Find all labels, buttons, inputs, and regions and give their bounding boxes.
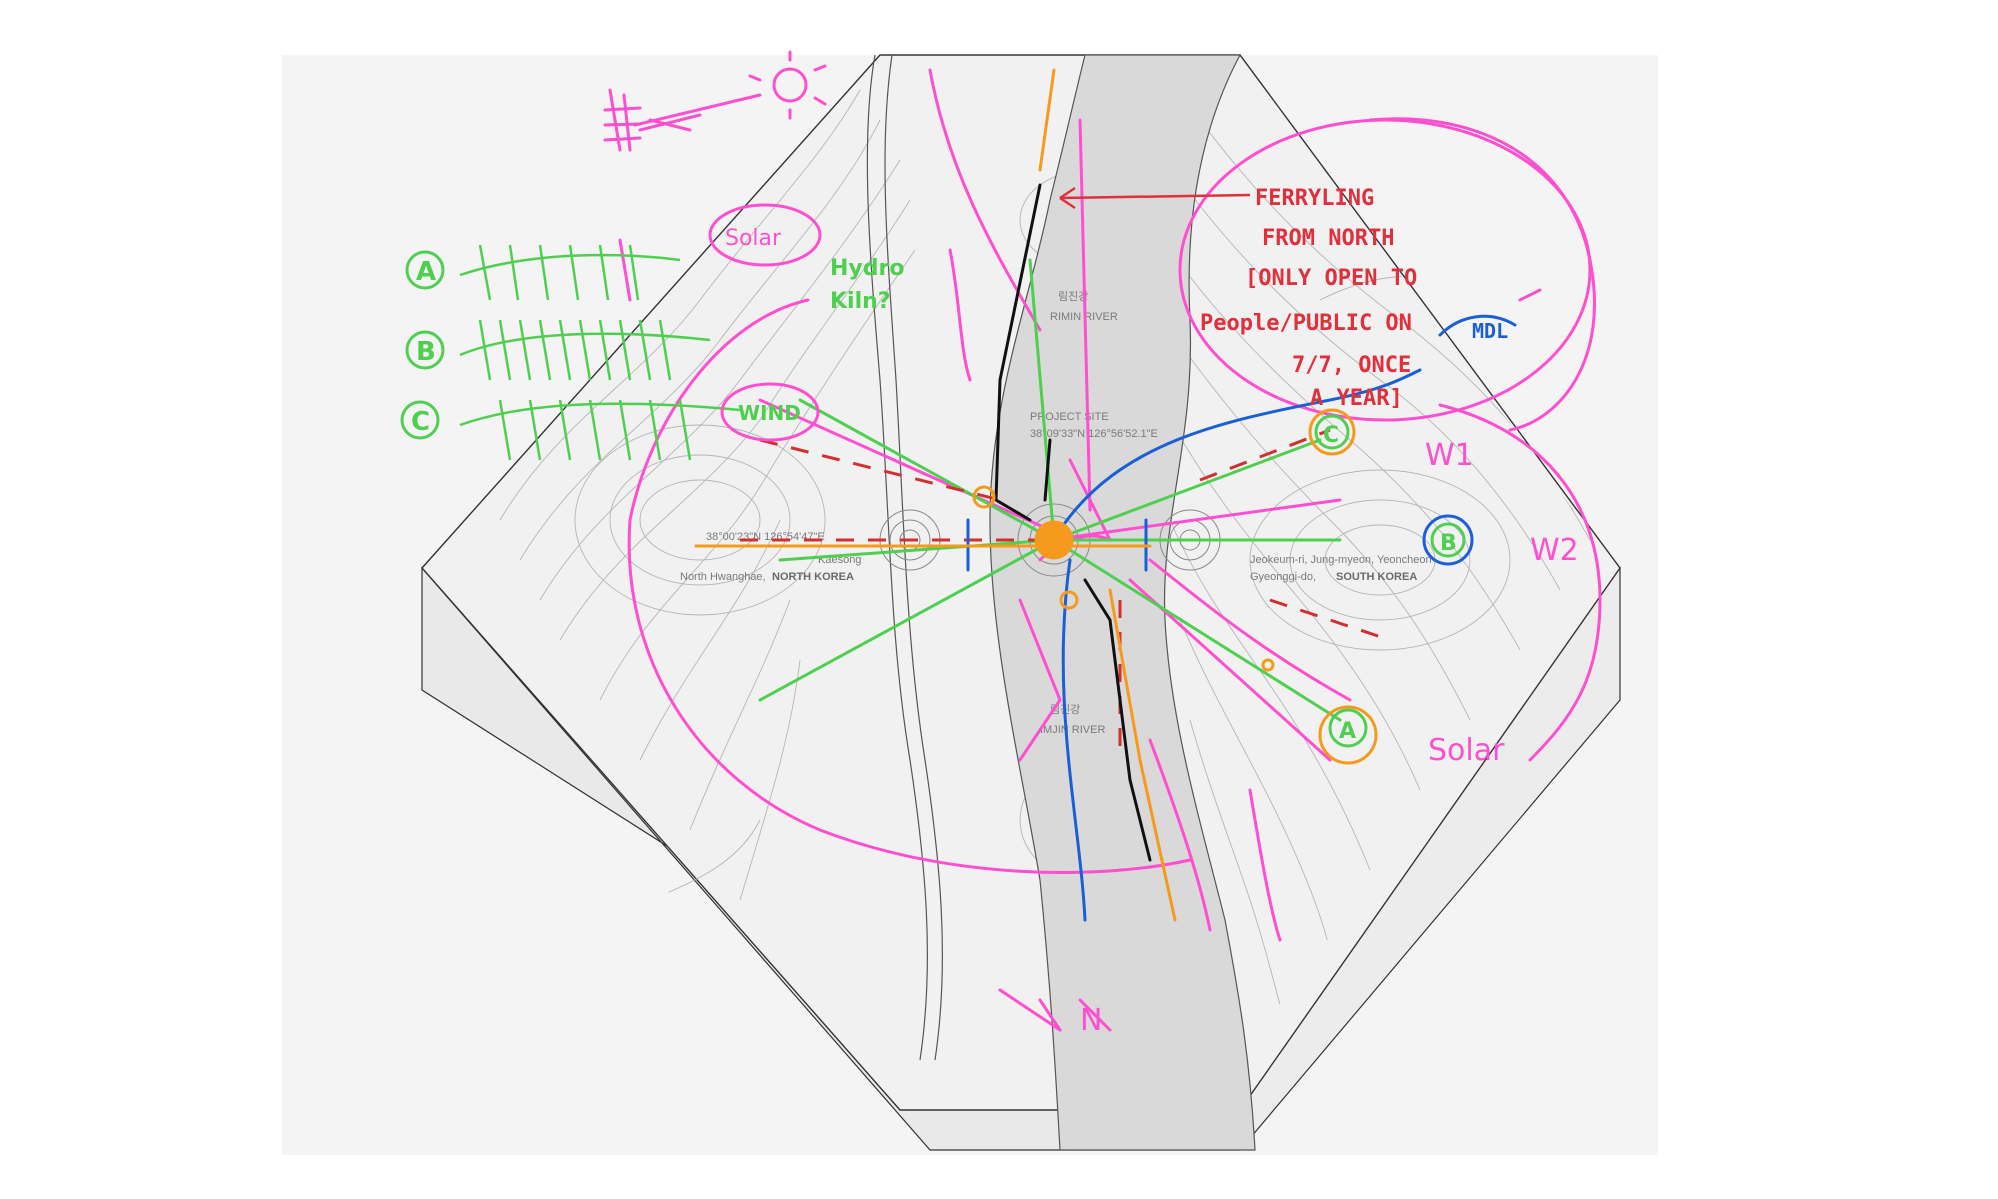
marker-a-circle (405, 250, 445, 290)
orange-strokes (694, 68, 1378, 922)
marker-c-right-circle (1314, 414, 1350, 450)
marker-a-label: A (416, 257, 436, 287)
north-arrow-label: N (1080, 1003, 1102, 1038)
left-coords-label: 38°00'23"N 126°54'47"E (706, 531, 825, 543)
note-line-5: 7/7, ONCE (1292, 353, 1411, 378)
right-place-1: Jeokeum-ri, Jung-myeon, Yeoncheon (1250, 554, 1432, 566)
hydro-label: Hydro (830, 256, 904, 281)
green-radial-lines (758, 258, 1342, 722)
legend-row-b: B (405, 319, 711, 381)
ferry-note: FERRYLING FROM NORTH [ONLY OPEN TO Peopl… (1200, 186, 1508, 411)
right-markers: C B A W1 W2 Solar N (1080, 414, 1579, 1038)
marker-b-circle (405, 330, 445, 370)
marker-a-right-circle (1328, 708, 1368, 748)
ferry-arrow (1059, 186, 1251, 210)
marker-c-circle (400, 400, 440, 440)
legend-row-c: C (400, 399, 741, 461)
marker-b-label: B (416, 337, 436, 367)
marker-c-label: C (411, 407, 430, 437)
solar-label-right: Solar (1428, 733, 1505, 768)
note-line-2: FROM NORTH (1262, 226, 1394, 251)
right-place-2: Gyeonggi-do, (1250, 571, 1316, 583)
marker-b-right-label: B (1440, 531, 1457, 556)
marker-b-right-outer (1422, 514, 1474, 566)
note-line-3: [ONLY OPEN TO (1245, 266, 1417, 291)
w1-label: W1 (1425, 438, 1474, 473)
marker-c-right-label: C (1323, 423, 1339, 448)
red-dashed-lines (740, 428, 1391, 760)
wind-label-circle (720, 382, 820, 442)
w2-label: W2 (1530, 533, 1579, 568)
project-site-coords: 38°09'33"N 126°56'52.1"E (1030, 428, 1158, 440)
note-circle (1178, 118, 1592, 422)
note-line-6: A YEAR] (1310, 386, 1403, 411)
left-place-2: North Hwanghae, (680, 571, 766, 583)
sun-tower-sketch (603, 50, 827, 152)
left-legend: A B C Solar Hydro Kiln? WIND (400, 203, 904, 461)
note-line-1: FERRYLING (1255, 186, 1374, 211)
left-country: NORTH KOREA (772, 571, 854, 583)
marker-a-right-label: A (1339, 719, 1356, 744)
solar-label-circle (708, 203, 822, 267)
marker-b-right-circle (1430, 522, 1466, 558)
river-band (989, 54, 1256, 1151)
wind-label: WIND (738, 401, 801, 425)
kiln-label: Kiln? (830, 289, 891, 314)
right-country: SOUTH KOREA (1336, 571, 1417, 583)
river-label-korean-top: 림진강 (1058, 290, 1088, 303)
river-label-bottom: IMJIN RIVER (1040, 724, 1105, 736)
legend-row-a: A (405, 244, 681, 301)
river-channel (866, 54, 1256, 1151)
note-line-4: People/PUBLIC ON (1200, 311, 1412, 336)
mdl-label: MDL (1472, 319, 1508, 343)
solar-label-top: Solar (725, 226, 782, 251)
black-lines (994, 183, 1152, 862)
